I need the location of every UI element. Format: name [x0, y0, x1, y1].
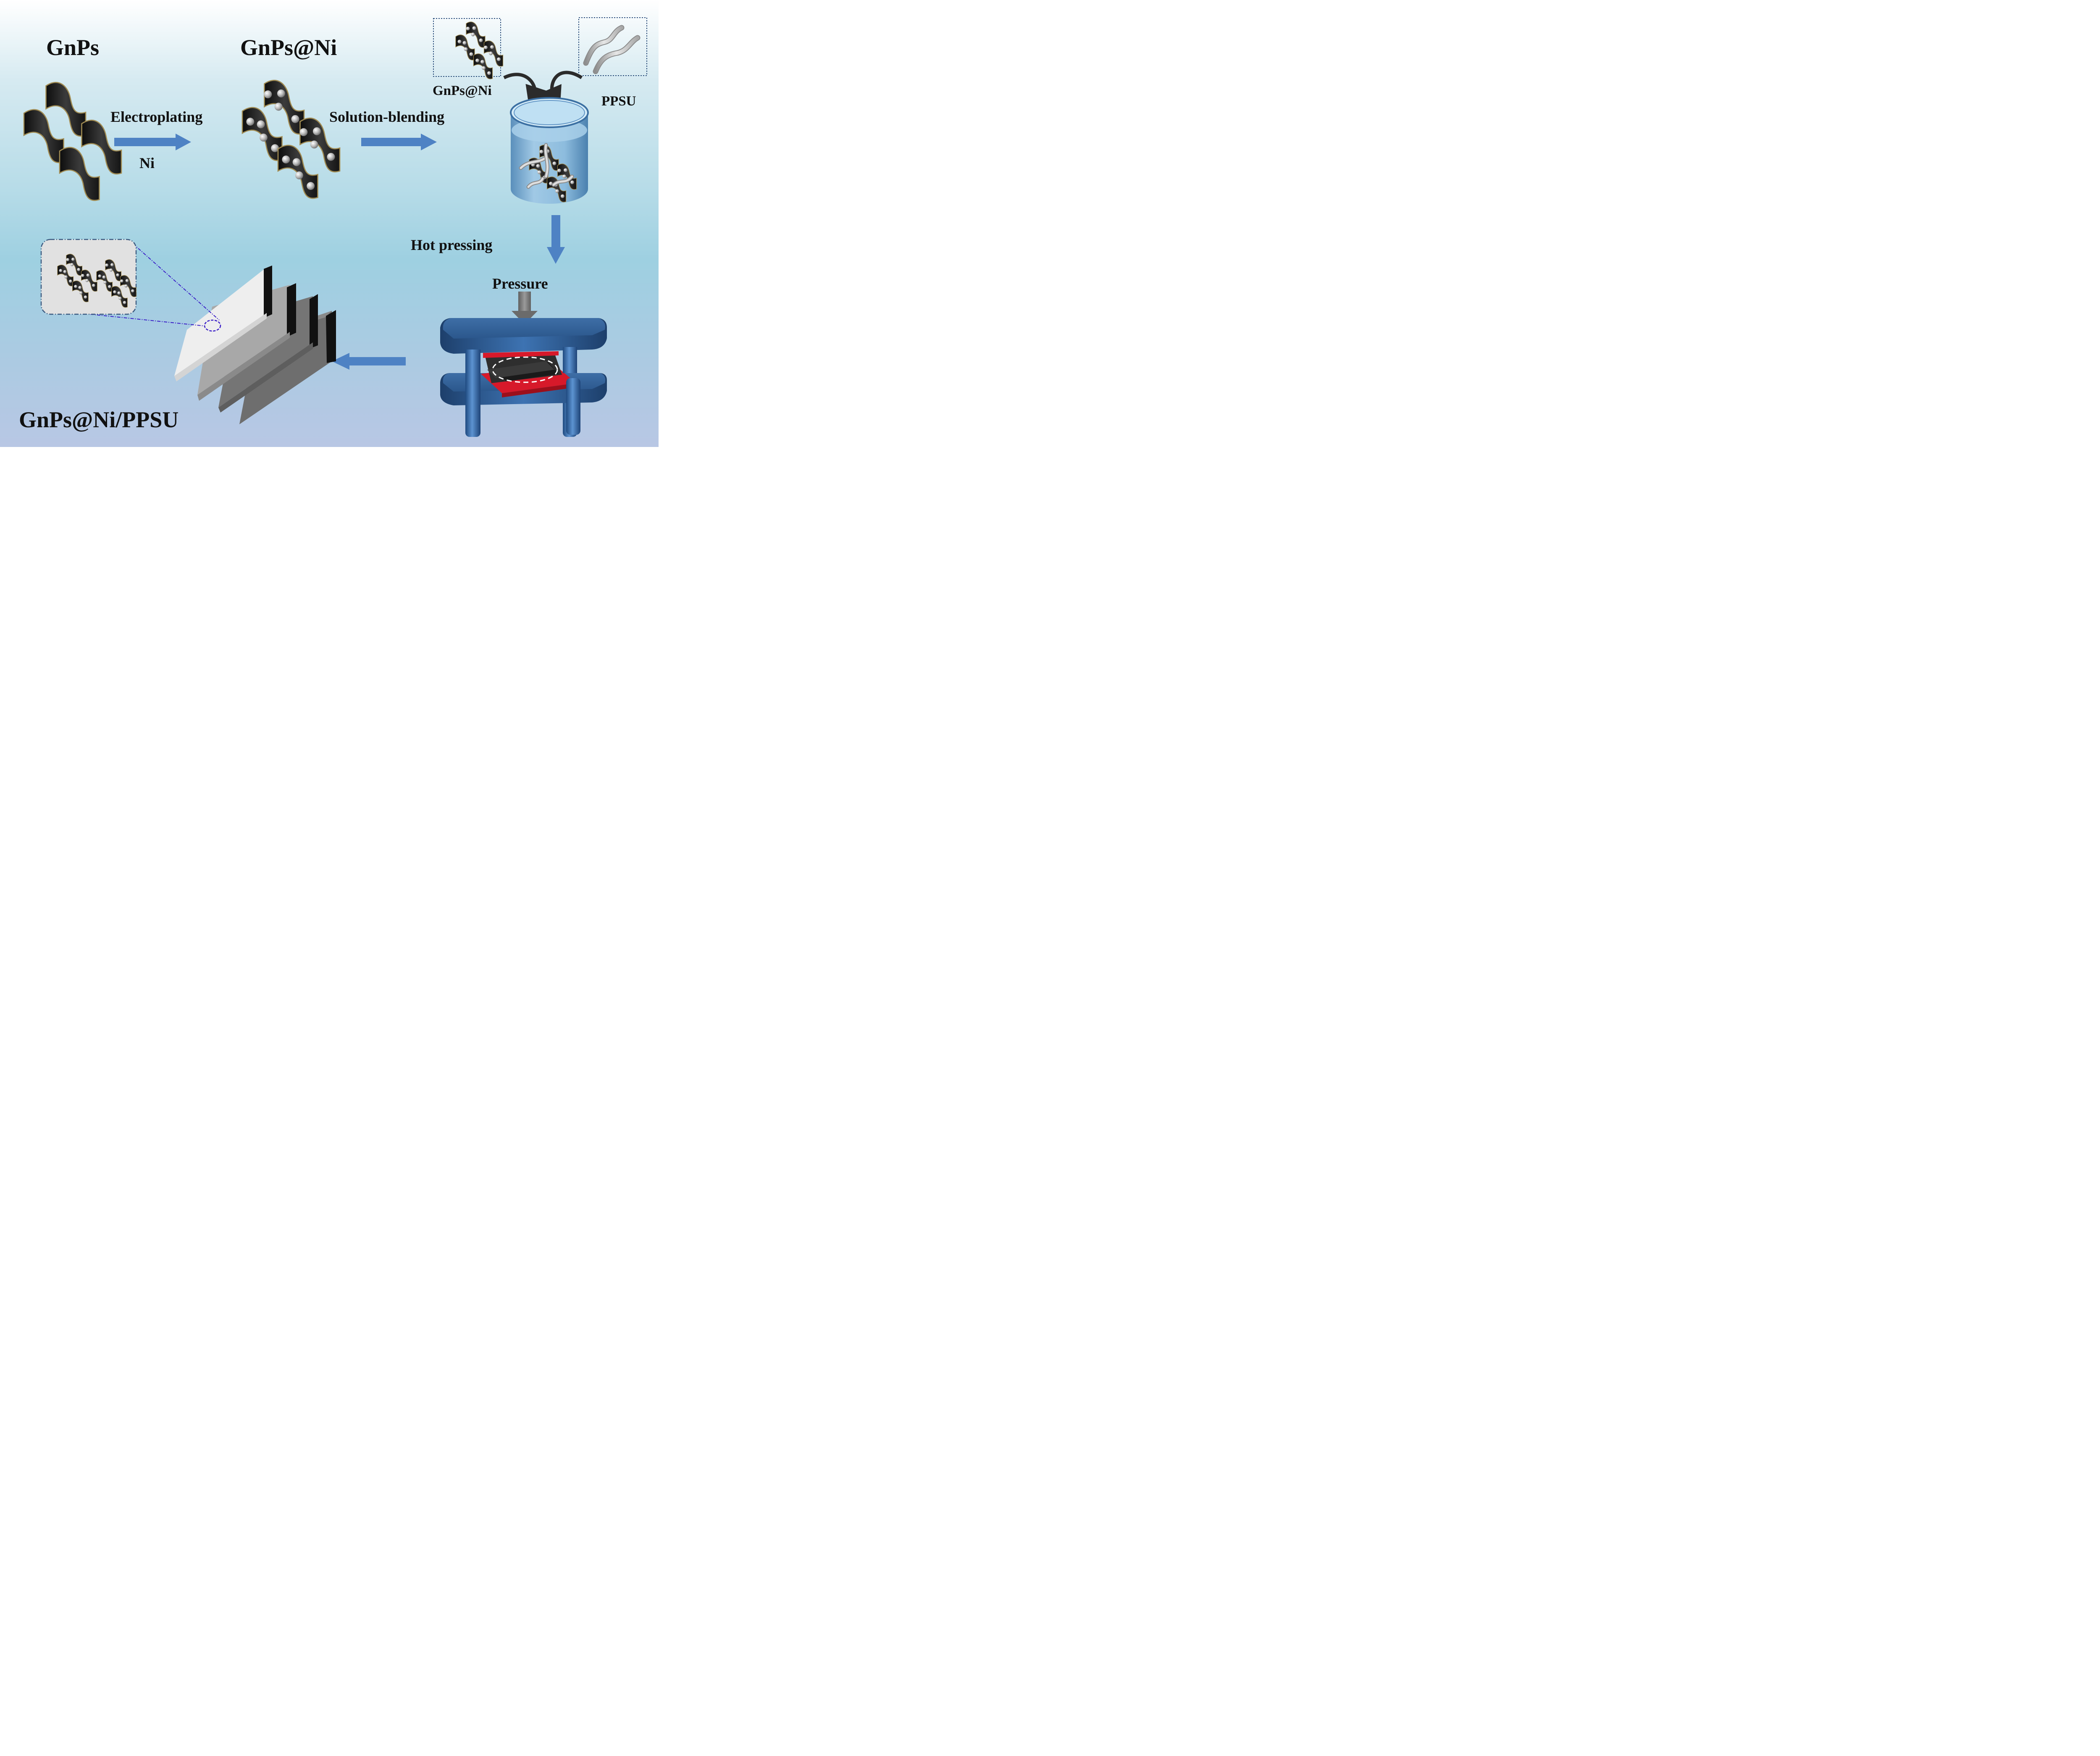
curved-arrow-left — [503, 73, 551, 114]
gnps-ni-small-label: GnPs@Ni — [433, 83, 492, 98]
pressure-arrow — [512, 292, 538, 324]
composite-label: GnPs@Ni/PPSU — [19, 407, 179, 432]
hot-pressing-arrow — [547, 215, 565, 264]
result-arrow — [332, 353, 406, 370]
zoom-line-bottom — [90, 314, 205, 326]
ppsu-label: PPSU — [601, 94, 636, 109]
diagram-canvas: GnPs GnPs@Ni Electroplating Ni Solution-… — [0, 0, 659, 447]
gnps-ni-inset-sheets — [455, 21, 504, 79]
gnps-label: GnPs — [46, 35, 100, 60]
solution-blending-arrow — [361, 134, 437, 150]
gnps-sheets — [23, 81, 122, 201]
gnps-ni-sheets — [242, 79, 341, 199]
curved-arrow-right — [537, 71, 583, 114]
hot-press — [440, 318, 607, 437]
electroplating-arrow — [114, 134, 191, 150]
ni-label: Ni — [139, 155, 155, 171]
ppsu-inset-box — [578, 17, 647, 76]
beaker — [510, 97, 589, 204]
electroplating-label: Electroplating — [110, 108, 203, 125]
gnps-ni-label: GnPs@Ni — [240, 35, 337, 60]
hot-pressing-label: Hot pressing — [411, 237, 493, 253]
diagram-artwork — [23, 17, 647, 437]
zoom-line-top — [128, 239, 220, 321]
composite-sheets — [174, 266, 336, 424]
pressure-label: Pressure — [492, 275, 548, 292]
solution-blending-label: Solution-blending — [329, 108, 445, 125]
zoom-panel — [40, 239, 137, 315]
ppsu-strands — [583, 25, 640, 74]
gnps-ni-inset-box — [433, 18, 501, 77]
